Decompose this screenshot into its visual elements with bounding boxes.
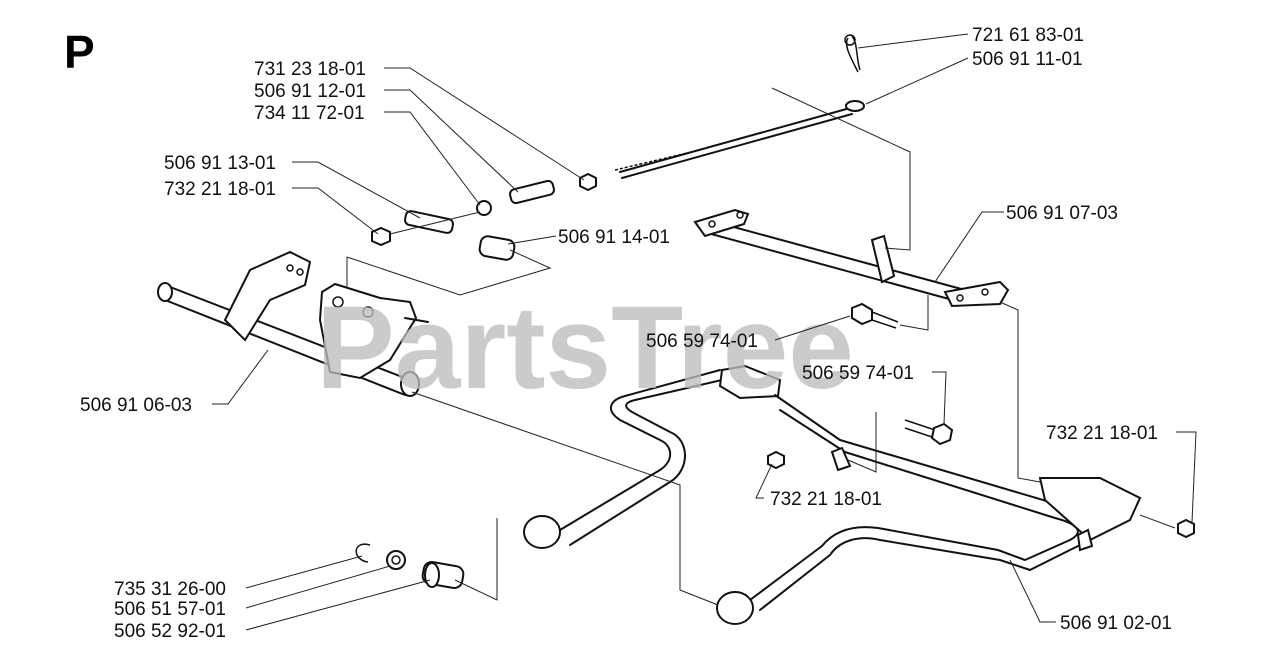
part-label-pin: 506 91 13-01	[164, 153, 276, 174]
part-label-bushing: 506 91 14-01	[558, 227, 670, 248]
pivot-shaft	[693, 208, 1010, 308]
part-label-linkage-rod: 506 91 11-01	[972, 49, 1083, 70]
part-label-main-frame: 506 91 02-01	[1060, 613, 1172, 634]
callout-leaders	[212, 33, 1197, 631]
section-letter: P	[64, 26, 95, 78]
watermark-text: PartsTree	[316, 282, 854, 414]
part-label-spacer-tube: 506 91 12-01	[254, 81, 366, 102]
parts-drawing	[157, 34, 1195, 625]
part-label-nut-right: 732 21 18-01	[1046, 423, 1158, 444]
bolt-upper	[851, 302, 899, 329]
assembly-lines	[346, 87, 1176, 606]
part-label-bushing-flanged: 506 52 92-01	[114, 621, 226, 642]
part-label-nut-rod: 731 23 18-01	[254, 59, 366, 80]
part-label-bolt-lower: 506 59 74-01	[802, 363, 914, 384]
part-label-retaining-ring: 735 31 26-00	[114, 579, 226, 600]
linkage-rod	[614, 34, 865, 179]
small-hardware	[371, 172, 597, 261]
part-label-washer-small: 506 51 57-01	[114, 599, 226, 620]
part-label-bolt-upper: 506 59 74-01	[646, 331, 758, 352]
bushing-set	[355, 543, 465, 590]
part-labels: 721 61 83-01 506 91 11-01 731 23 18-01 5…	[80, 25, 1172, 642]
part-label-cotter-pin: 721 61 83-01	[972, 25, 1084, 46]
part-label-washer: 734 11 72-01	[254, 103, 365, 124]
main-frame	[523, 364, 1142, 625]
front-axle	[157, 250, 429, 397]
part-label-front-axle: 506 91 06-03	[80, 395, 192, 416]
part-label-pivot-shaft: 506 91 07-03	[1006, 203, 1118, 224]
part-label-nut-frame: 732 21 18-01	[770, 489, 882, 510]
part-label-nut-left: 732 21 18-01	[164, 179, 276, 200]
